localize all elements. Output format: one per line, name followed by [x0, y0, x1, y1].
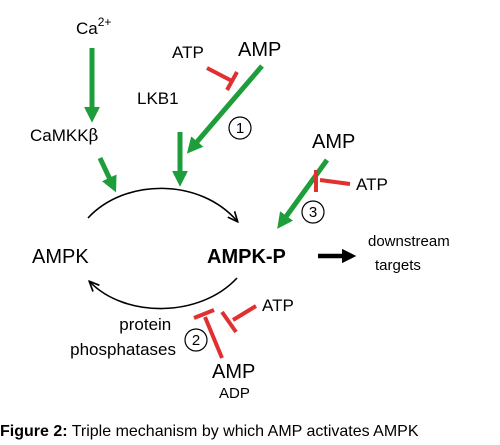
phosphatases-label: protein phosphatases — [70, 315, 176, 359]
atp-top-label: ATP — [172, 43, 204, 62]
amp-to-ampkp-arrow — [277, 158, 330, 229]
ca-label: Ca2+ — [76, 15, 111, 38]
mechanism-3-badge — [301, 200, 325, 224]
caption-prefix: Figure 2: — [0, 423, 68, 440]
atp-inhibits-bottom-bar — [220, 310, 238, 334]
amp-to-lkb1-arrow — [186, 64, 264, 154]
atp-bottom-label: ATP — [262, 296, 294, 315]
downstream-line2: targets — [375, 257, 421, 274]
amp-top-label: AMP — [238, 39, 281, 61]
atp-right-label: ATP — [356, 175, 388, 194]
mechanism-2-number: 2 — [192, 332, 200, 349]
atp-inhibits-amp-right — [319, 178, 351, 186]
phosphatases-line2: phosphatases — [70, 340, 176, 359]
downstream-line1: downstream — [368, 233, 450, 250]
phosphatases-line1: protein — [119, 315, 171, 334]
adp-bottom-label: ADP — [219, 385, 250, 402]
mechanism-1-number: 1 — [236, 120, 244, 137]
amp-right-label: AMP — [312, 131, 355, 153]
ampk-label: AMPK — [32, 246, 89, 268]
mechanism-1-badge — [228, 116, 252, 140]
atp-inhibits-amp-top-bar — [225, 71, 239, 91]
camkk-to-cycle-arrow — [97, 156, 117, 193]
camkk-base: CaMKK — [30, 126, 89, 145]
camkk-label: CaMKKβ — [30, 126, 98, 146]
atp-inhibits-bottom — [231, 304, 258, 322]
amp-inhibits-phosphatases — [203, 316, 224, 359]
mechanism-2-badge — [184, 328, 208, 352]
figure-caption: Figure 2: Triple mechanism by which AMP … — [0, 423, 419, 440]
ampk-p-label: AMPK-P — [207, 246, 286, 268]
amp-bottom-label: AMP — [212, 361, 255, 383]
caption-text: Triple mechanism by which AMP activates … — [68, 423, 419, 440]
ca-base: Ca — [76, 19, 98, 38]
dephosphorylation-arc — [90, 277, 238, 310]
camkk-beta: β — [89, 126, 99, 146]
downstream-label: downstream targets — [368, 233, 454, 274]
lkb1-label: LKB1 — [137, 89, 179, 108]
ca-superscript: 2+ — [98, 15, 112, 29]
atp-inhibits-amp-top — [206, 66, 233, 83]
amp-inhibits-phosphatases-bar — [193, 308, 215, 320]
mechanism-3-number: 3 — [309, 204, 317, 221]
phosphorylation-arc — [87, 187, 237, 221]
